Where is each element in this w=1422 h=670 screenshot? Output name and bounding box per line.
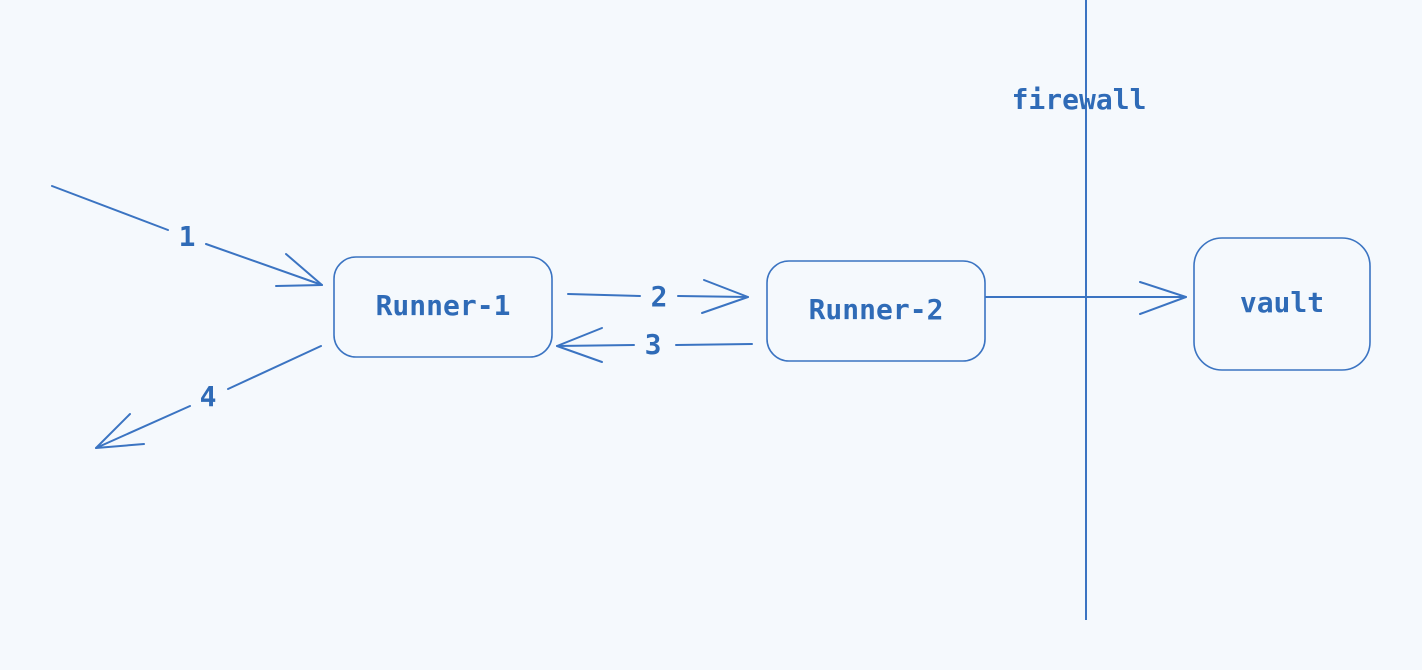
- runner-1-box: [333, 256, 553, 358]
- vault-label: vault: [1240, 286, 1324, 319]
- runner-2-node[interactable]: Runner-2: [766, 260, 986, 362]
- edge-1-label: 1: [179, 220, 196, 253]
- edge-4-arrowhead: [95, 413, 145, 449]
- edge-3-line-b: [556, 344, 635, 347]
- edge-3: 3: [556, 327, 753, 363]
- edge-runner2-vault-arrowhead: [1139, 281, 1187, 315]
- edge-3-arrowhead: [556, 327, 603, 363]
- edge-4-label: 4: [200, 380, 217, 413]
- edge-4-line-a: [227, 345, 322, 390]
- runner-2-label: Runner-2: [809, 293, 944, 326]
- runner-1-label: Runner-1: [376, 289, 511, 322]
- vault-node[interactable]: vault: [1193, 237, 1371, 371]
- edge-4-line-b: [95, 405, 191, 449]
- edge-4: 4: [95, 345, 322, 449]
- runner-1-node[interactable]: Runner-1: [333, 256, 553, 358]
- edge-2: 2: [567, 279, 749, 314]
- firewall-label: firewall: [1012, 83, 1147, 116]
- edge-1-arrowhead: [275, 253, 323, 287]
- edge-3-label: 3: [645, 328, 662, 361]
- edge-2-label: 2: [651, 280, 668, 313]
- edge-2-arrowhead: [701, 279, 749, 314]
- edge-1-line-a: [51, 185, 169, 231]
- edge-1-line-b: [205, 243, 323, 286]
- edge-3-line-a: [675, 343, 753, 346]
- edge-runner2-vault: [985, 281, 1187, 315]
- edge-1: 1: [51, 185, 323, 287]
- edge-2-line-a: [567, 293, 641, 297]
- runner-2-box: [766, 260, 986, 362]
- edge-2-line-b: [677, 295, 749, 298]
- vault-box: [1193, 237, 1371, 371]
